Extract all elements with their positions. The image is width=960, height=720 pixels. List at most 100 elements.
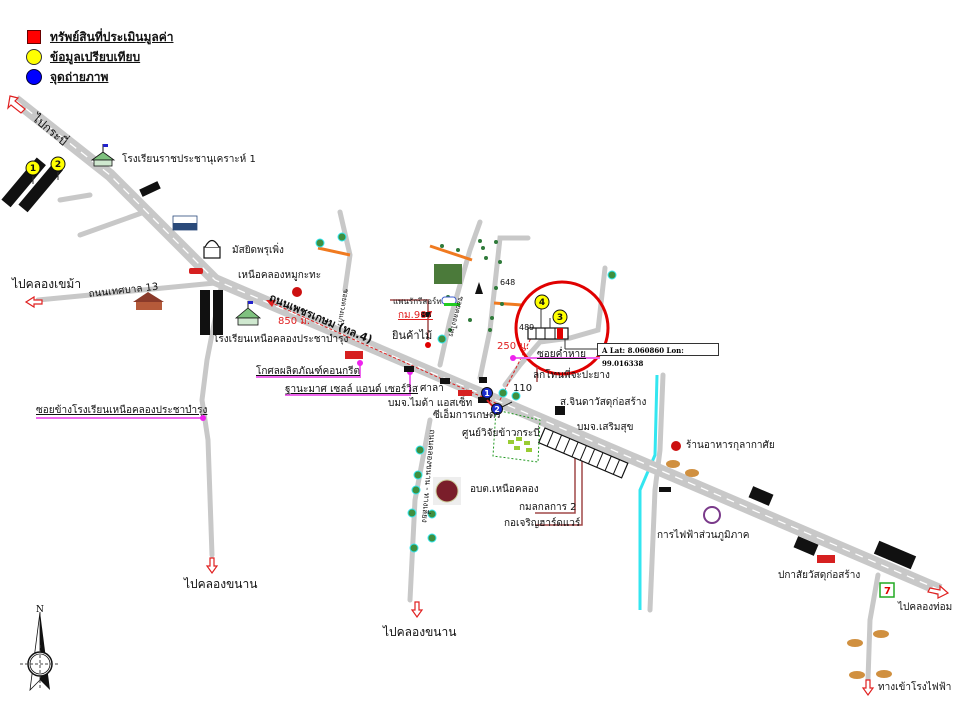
road-soi-target	[502, 265, 608, 388]
restaurant-icons	[292, 287, 681, 451]
rice-plants	[508, 437, 532, 452]
map-legend: ทรัพย์สินที่ประเมินมูลค่า ข้อมูลเปรียบเท…	[26, 27, 174, 87]
car-icons	[189, 268, 835, 563]
compare-marker-2[interactable]	[50, 156, 66, 172]
distance-850m: 850 ม.	[278, 316, 311, 327]
trees	[440, 239, 504, 332]
legend-item-comparable: ข้อมูลเปรียบเทียบ	[26, 47, 174, 67]
blue-circle-arrows-icon	[26, 69, 42, 85]
orange-road-3	[493, 301, 523, 307]
subject-property-marker[interactable]	[557, 328, 563, 339]
compare-marker-4-label: 4	[539, 298, 545, 308]
orange-road-2	[429, 244, 473, 262]
label-thanamas: ฐานะมาศ เซลล์ แอนด์ เซอร์วิส	[285, 384, 418, 395]
dark-building-blocks	[1, 157, 917, 570]
label-house-489: 489	[519, 323, 535, 332]
legend-label: ทรัพย์สินที่ประเมินมูลค่า	[50, 29, 174, 44]
target-buildings	[527, 300, 598, 350]
arrow-to-khlong-khanan-2	[410, 601, 424, 619]
road-school-south	[199, 280, 225, 558]
main-highway	[11, 95, 943, 596]
seven-eleven-logo: 7	[879, 582, 895, 598]
label-km-marker: กม.987	[398, 310, 433, 321]
compare-marker-4[interactable]	[534, 294, 550, 310]
compare-marker-1-label: 1	[30, 164, 36, 174]
photo-markers	[481, 387, 513, 415]
school-icon-1	[90, 144, 116, 167]
photo-point-2[interactable]	[491, 403, 503, 415]
forest-photo-icon	[434, 264, 462, 284]
road-north-1	[77, 207, 153, 238]
label-restaurant: ร้านอาหารกุลากาศัย	[686, 440, 775, 451]
callout-dot-concrete	[357, 360, 363, 366]
pea-logo	[703, 506, 721, 524]
label-charoen-hardware: กอเจริญฮาร์ดแวร์	[504, 518, 581, 529]
label-soem-suk: บมจ.เสริมสุข	[577, 422, 634, 433]
label-mosque: มัสยิดพรุเพิ่ง	[232, 245, 284, 256]
arrow-to-krabi	[7, 95, 26, 114]
school-icon-2	[234, 301, 262, 326]
label-soi-school: ซอยข้างโรงเรียนเหนือคลองประชาบำรุง	[36, 405, 208, 416]
road-khlong-khemma	[35, 280, 218, 303]
orange-road-1	[317, 246, 351, 257]
houses-icons	[666, 460, 892, 679]
road-soi-lotus	[337, 209, 353, 293]
arrow-to-khlong-khanan-1	[205, 557, 219, 575]
label-kamonkan: กมลกลการ 2	[519, 502, 577, 513]
label-school-nuea-khlong: โรงเรียนเหนือคลองประชาบำรุง	[213, 334, 349, 345]
road-number-648: 648	[500, 278, 516, 287]
legend-item-subject-property: ทรัพย์สินที่ประเมินมูลค่า	[26, 27, 174, 47]
north-arrow-compass: N	[20, 605, 60, 692]
misc-dark-icons	[404, 282, 671, 492]
compass-north-label: N	[36, 605, 44, 615]
label-sala: ศาลา	[420, 383, 444, 394]
target-area-circle	[514, 280, 610, 376]
callout-lines	[36, 357, 600, 419]
shrubs	[315, 232, 617, 553]
compare-marker-3[interactable]	[552, 309, 568, 325]
tesco-lotus-logo	[172, 215, 198, 231]
label-rice-center: ศูนย์วิจัยข้าวกระบี่	[462, 428, 540, 439]
legend-label: ข้อมูลเปรียบเทียบ	[50, 49, 141, 64]
distance-250m: 250 ม.	[497, 341, 530, 352]
direction-to-khlong-khemma: ไปคลองเขม้า	[12, 277, 82, 291]
svg-text:7: 7	[884, 586, 891, 597]
label-cimb: ซีเอ็มการเกษตร	[433, 410, 501, 421]
comparable-markers	[25, 156, 568, 325]
arrow-to-khlong-thom	[927, 584, 950, 599]
photo-point-1-label: 1	[484, 389, 490, 398]
label-chinda: ส.จินดาวัสดุก่อสร้าง	[560, 397, 647, 408]
callout-dot-soi-school	[200, 415, 206, 421]
distance-line-850	[269, 301, 501, 406]
label-concrete: โกศลผลิตภัณฑ์คอนกรีต	[256, 366, 361, 377]
label-soi-kham-hai: ซอยค่ำหาย	[537, 349, 587, 360]
distance-arrow-850	[266, 300, 276, 307]
resort-icon	[133, 292, 164, 310]
legend-label: จุดถ่ายภาพ	[50, 69, 109, 84]
compare-marker-1[interactable]	[25, 160, 41, 176]
callout-dot-soi-kham-hai	[510, 355, 516, 361]
road-north-2	[57, 192, 93, 203]
canal	[638, 374, 659, 610]
label-sao-nuea-khlong: อบต.เหนือคลอง	[470, 484, 539, 495]
label-timber: ยินค้าไม้	[392, 329, 433, 342]
mosque-icon	[203, 239, 221, 259]
direction-to-khlong-thom: ไปคลองท่อม	[898, 602, 953, 613]
label-school-ratchaprachanukhro: โรงเรียนราชประชานุเคราะห์ 1	[122, 154, 256, 165]
photo-point-1[interactable]	[481, 387, 493, 399]
brown-callouts	[390, 299, 583, 526]
direction-to-power-plant: ทางเข้าโรงไฟฟ้า	[878, 682, 952, 693]
label-lak-tho: ลกโทนพี่จะปะยาง	[533, 370, 610, 381]
row-buildings-sentrum	[537, 427, 629, 479]
red-square-icon	[27, 30, 41, 44]
coordinate-readout: A Lat: 8.060860 Lon: 99.016338	[597, 343, 719, 368]
arrow-to-khlong-khemma	[24, 295, 43, 309]
arrow-to-power-plant	[861, 679, 875, 697]
road-khlong-khanan	[407, 417, 433, 603]
resort-sign-base	[444, 303, 460, 306]
compare-marker-2-label: 2	[55, 160, 61, 170]
sao-logo	[433, 477, 461, 505]
road-soi-dong	[437, 219, 483, 368]
compare-marker-3-label: 3	[557, 313, 563, 323]
